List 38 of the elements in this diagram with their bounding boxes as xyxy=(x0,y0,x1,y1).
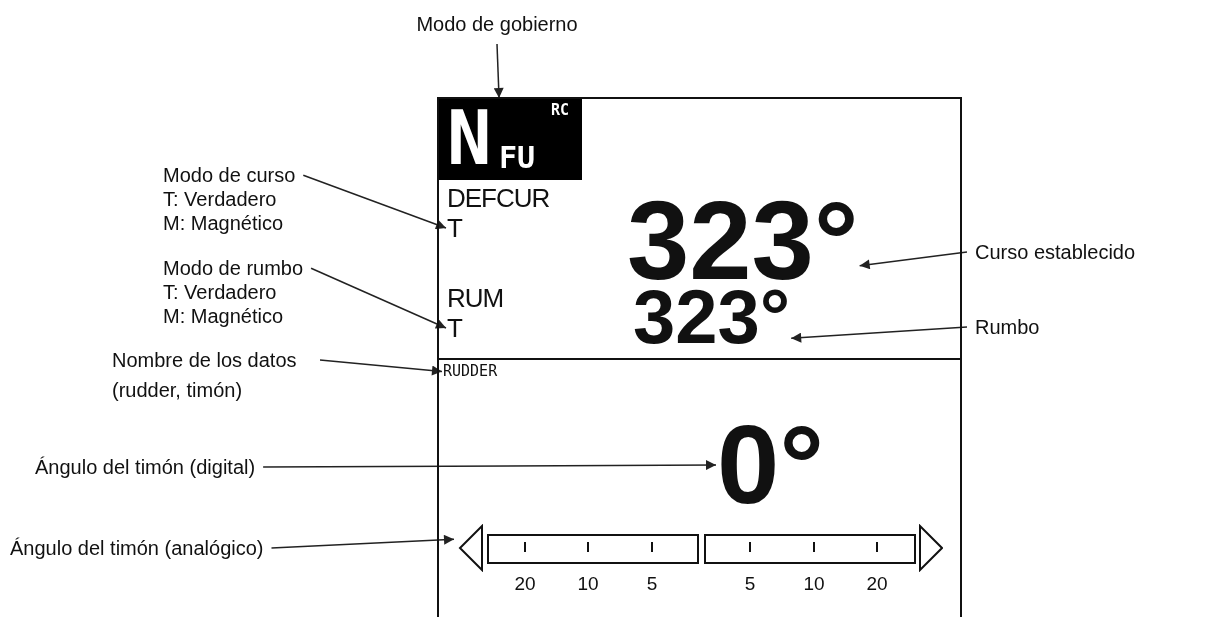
mode-letter: N xyxy=(447,101,492,175)
arrow xyxy=(790,326,968,343)
callout-text: Modo de curso xyxy=(163,163,296,187)
scale-number: 20 xyxy=(865,574,889,593)
data-name-text: RUDDER xyxy=(443,364,498,379)
mode-value: T xyxy=(447,213,462,243)
callout-text: Ángulo del timón (digital) xyxy=(35,455,256,479)
callout-text: Modo de rumbo xyxy=(163,256,304,280)
scale-number: 5 xyxy=(743,574,757,593)
callout-text: Curso establecido xyxy=(975,240,1136,264)
callout-note: M: Magnético xyxy=(163,211,285,235)
callout-text: Ángulo del timón (analógico) xyxy=(10,536,264,560)
arrow xyxy=(319,359,443,376)
callout-note: M: Magnético xyxy=(163,304,285,328)
arrow xyxy=(302,174,447,230)
reading-value: 0° xyxy=(717,409,825,521)
arrow xyxy=(270,534,455,549)
callout-text: Nombre de los datos (rudder, timón) xyxy=(112,345,312,405)
arrow xyxy=(858,251,968,270)
scale-number: 20 xyxy=(513,574,537,593)
data-name-text: RUM xyxy=(447,283,504,313)
callout-note: T: Verdadero xyxy=(163,280,278,304)
callout-text: Modo de gobierno xyxy=(395,12,599,36)
steering-mode-indicator xyxy=(439,99,582,180)
mode-tag: RC xyxy=(551,103,570,118)
scale-number: 10 xyxy=(576,574,600,593)
callout-text: Rumbo xyxy=(975,315,1040,339)
scale-number: 5 xyxy=(645,574,659,593)
data-name-text: DEFCUR xyxy=(447,183,550,213)
callout-note: T: Verdadero xyxy=(163,187,278,211)
reading-value: 323° xyxy=(633,279,791,355)
mode-suffix: FU xyxy=(499,143,536,173)
arrow xyxy=(262,460,717,471)
mode-value: T xyxy=(447,313,462,343)
display-screen xyxy=(437,97,962,617)
arrow xyxy=(310,267,447,329)
arrow xyxy=(493,43,504,99)
scale-number: 10 xyxy=(802,574,826,593)
